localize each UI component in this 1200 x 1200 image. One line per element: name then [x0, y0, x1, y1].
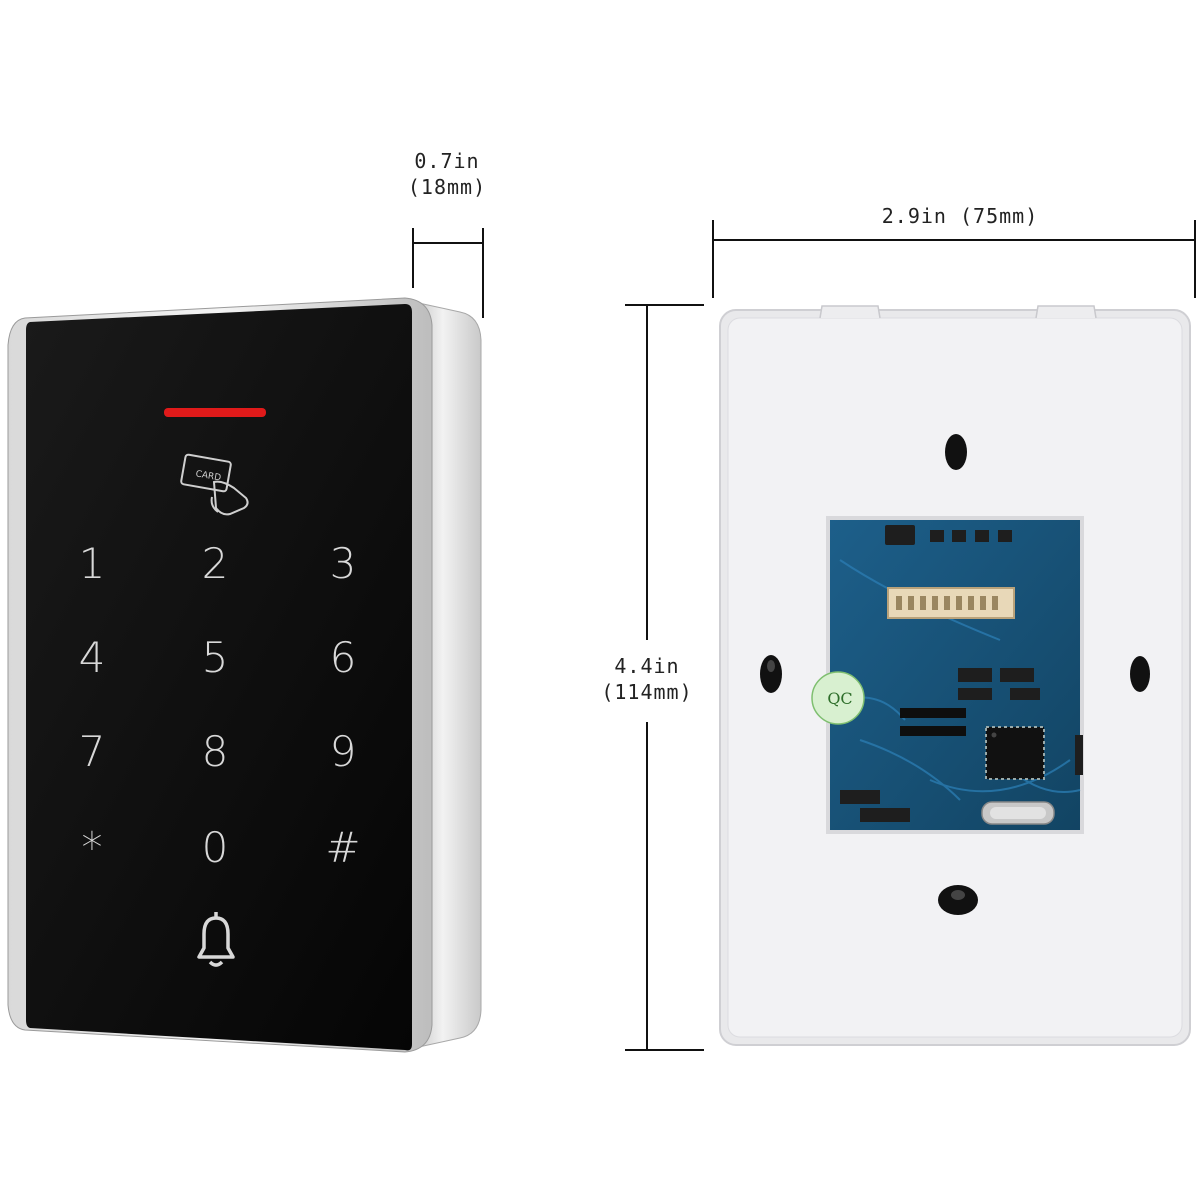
card-reader-icon: CARD	[180, 453, 249, 516]
key-3[interactable]: 3	[330, 539, 357, 588]
qc-sticker	[811, 671, 865, 725]
depth-inches: 0.7in	[414, 149, 480, 173]
depth-mm: (18mm)	[407, 175, 487, 199]
height-inches: 4.4in	[614, 654, 680, 678]
circuit-board: QC	[811, 516, 1084, 834]
keypad-device: CARD 1 2 3 4 5 6 7 8 9 * 0 #	[7, 297, 482, 1053]
depth-dimension-lines	[412, 228, 484, 318]
status-indicator-light	[164, 408, 266, 417]
height-dimension-label: 4.4in (114mm)	[582, 653, 712, 705]
svg-text:QC: QC	[827, 689, 852, 708]
depth-dimension-label: 0.7in (18mm)	[392, 148, 502, 200]
left-screw-hole	[760, 655, 782, 693]
key-9[interactable]: 9	[330, 727, 357, 776]
height-mm: (114mm)	[601, 680, 693, 704]
width-dimension-lines	[712, 220, 1196, 298]
key-8[interactable]: 8	[202, 727, 229, 776]
keypad-keys: 1 2 3 4 5 6 7 8 9 * 0 #	[79, 539, 361, 872]
key-4[interactable]: 4	[79, 633, 106, 682]
key-7[interactable]: 7	[79, 727, 106, 776]
key-5[interactable]: 5	[202, 633, 229, 682]
key-star[interactable]: *	[82, 823, 103, 872]
key-0[interactable]: 0	[202, 823, 229, 872]
height-dimension-lines	[625, 304, 704, 1051]
key-2[interactable]: 2	[202, 539, 229, 588]
back-plate: QC	[719, 305, 1191, 1046]
doorbell-icon[interactable]	[197, 912, 235, 967]
key-6[interactable]: 6	[330, 633, 357, 682]
top-screw-hole	[945, 434, 967, 470]
width-dimension-label: 2.9in (75mm)	[881, 204, 1039, 228]
key-hash[interactable]: #	[325, 823, 360, 872]
right-screw-hole	[1130, 656, 1150, 692]
svg-text:CARD: CARD	[195, 469, 222, 483]
key-1[interactable]: 1	[79, 539, 106, 588]
